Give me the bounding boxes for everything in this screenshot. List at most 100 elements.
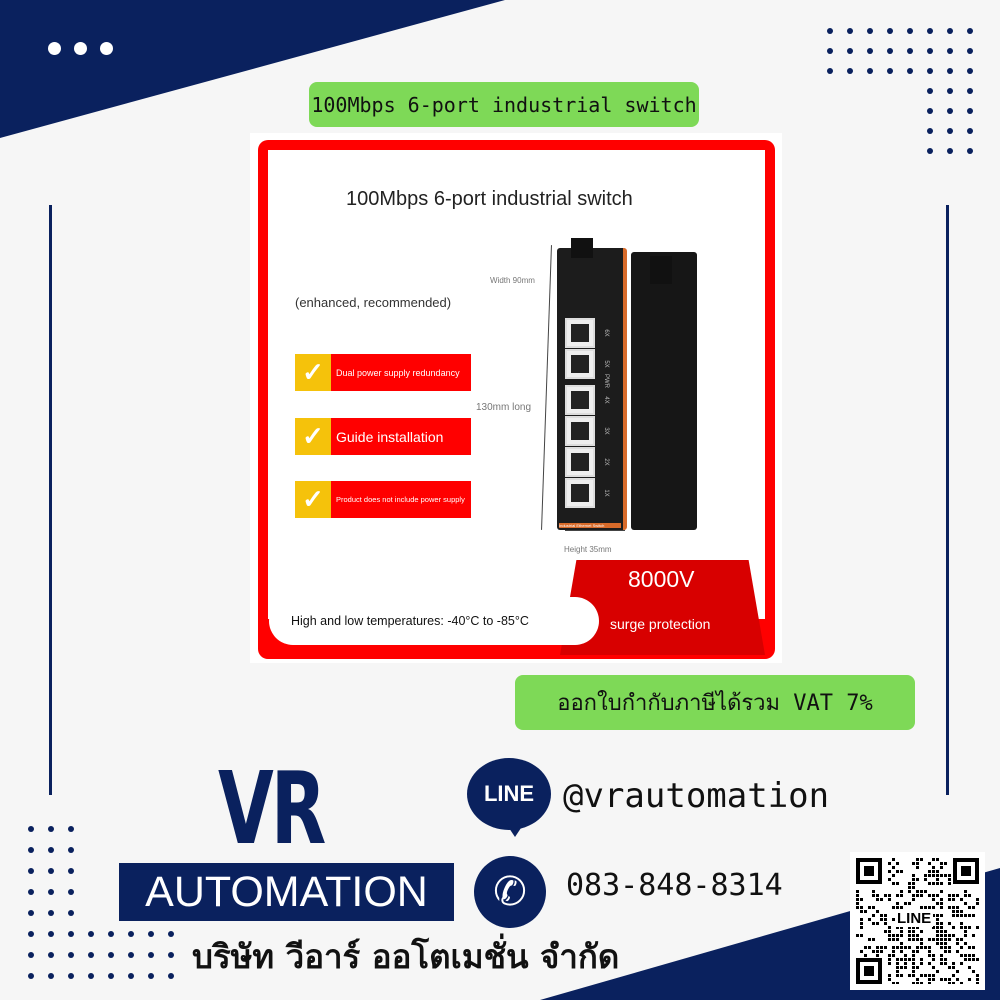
dot bbox=[168, 952, 174, 958]
dot bbox=[867, 28, 873, 34]
dot bbox=[168, 931, 174, 937]
dot bbox=[88, 952, 94, 958]
dot bbox=[907, 68, 913, 74]
dot bbox=[68, 868, 74, 874]
dot bbox=[68, 973, 74, 979]
dot bbox=[887, 48, 893, 54]
dot bbox=[48, 847, 54, 853]
dot bbox=[927, 28, 933, 34]
dot bbox=[967, 128, 973, 134]
logo-automation: AUTOMATION bbox=[119, 863, 454, 921]
switch-device: 6X 5X PWR 4X 3X 2X 1X Industrial Etherne… bbox=[557, 248, 627, 530]
line-chat-icon[interactable]: LINE bbox=[467, 758, 551, 830]
dot bbox=[867, 48, 873, 54]
port-label-1x: 1X bbox=[603, 489, 609, 497]
feature-2: ✓Guide installation bbox=[295, 418, 471, 455]
dot bbox=[48, 973, 54, 979]
din-rail-side bbox=[631, 252, 697, 530]
logo-vr: VR bbox=[218, 750, 326, 867]
dot bbox=[68, 952, 74, 958]
dot bbox=[847, 68, 853, 74]
dot bbox=[947, 88, 953, 94]
dot bbox=[28, 910, 34, 916]
dot bbox=[827, 28, 833, 34]
dot bbox=[967, 148, 973, 154]
title-pill: 100Mbps 6-port industrial switch bbox=[309, 82, 699, 127]
dot bbox=[887, 28, 893, 34]
dot bbox=[927, 128, 933, 134]
dot bbox=[947, 68, 953, 74]
dot bbox=[68, 889, 74, 895]
dot bbox=[967, 68, 973, 74]
dot bbox=[947, 48, 953, 54]
length-label: 130mm long bbox=[476, 402, 532, 413]
width-label: Width 90mm bbox=[490, 276, 535, 285]
dot bbox=[947, 108, 953, 114]
dot bbox=[927, 68, 933, 74]
phone-number[interactable]: 083-848-8314 bbox=[566, 868, 783, 903]
port-label-2x: 2X bbox=[603, 458, 609, 466]
dot bbox=[967, 88, 973, 94]
port-label-pwr: PWR bbox=[603, 374, 609, 388]
dot bbox=[907, 48, 913, 54]
line-qr-code[interactable]: LINE bbox=[850, 852, 985, 990]
feature-3: ✓Product does not include power supply bbox=[295, 481, 471, 518]
port-label-3x: 3X bbox=[603, 427, 609, 435]
surge-label: surge protection bbox=[610, 616, 711, 632]
surge-value: 8000V bbox=[628, 566, 695, 592]
dot bbox=[927, 48, 933, 54]
vat-pill: ออกใบกำกับภาษีได้รวม VAT 7% bbox=[515, 675, 915, 730]
dot bbox=[907, 28, 913, 34]
dot bbox=[927, 88, 933, 94]
dot bbox=[168, 973, 174, 979]
dot bbox=[128, 931, 134, 937]
dot bbox=[108, 973, 114, 979]
dot bbox=[947, 148, 953, 154]
dot bbox=[148, 952, 154, 958]
dot bbox=[947, 128, 953, 134]
device-label: Industrial Ethernet Switch bbox=[559, 523, 621, 528]
top-left-triangle bbox=[0, 0, 505, 138]
left-divider bbox=[49, 205, 52, 795]
phone-icon[interactable]: ✆ bbox=[474, 856, 546, 928]
company-name-thai: บริษัท วีอาร์ ออโตเมชั่น จำกัด bbox=[192, 937, 620, 976]
dot bbox=[28, 931, 34, 937]
dot bbox=[68, 847, 74, 853]
dot bbox=[967, 28, 973, 34]
port-label-4x: 4X bbox=[603, 396, 609, 404]
product-title: 100Mbps 6-port industrial switch bbox=[346, 188, 633, 210]
dot bbox=[148, 973, 154, 979]
dot bbox=[68, 931, 74, 937]
dot bbox=[847, 28, 853, 34]
checkmark-icon: ✓ bbox=[295, 354, 331, 391]
port-label-5x: 5X bbox=[603, 360, 609, 368]
dot bbox=[927, 148, 933, 154]
dot bbox=[847, 48, 853, 54]
dot bbox=[927, 108, 933, 114]
dot bbox=[28, 952, 34, 958]
dot bbox=[148, 931, 154, 937]
temperature-banner: High and low temperatures: -40°C to -85°… bbox=[269, 597, 599, 645]
dot bbox=[867, 68, 873, 74]
dot bbox=[88, 931, 94, 937]
checkmark-icon: ✓ bbox=[295, 481, 331, 518]
dot bbox=[88, 973, 94, 979]
dot bbox=[28, 973, 34, 979]
dot bbox=[48, 889, 54, 895]
dot bbox=[48, 931, 54, 937]
dot bbox=[128, 973, 134, 979]
dot bbox=[68, 910, 74, 916]
dot bbox=[128, 952, 134, 958]
menu-dots-icon bbox=[48, 42, 113, 55]
right-divider bbox=[946, 205, 949, 795]
dot bbox=[28, 889, 34, 895]
product-subtitle: (enhanced, recommended) bbox=[295, 295, 452, 310]
line-id[interactable]: @vrautomation bbox=[563, 776, 830, 816]
dot bbox=[28, 868, 34, 874]
qr-label: LINE bbox=[895, 910, 934, 927]
port-label-6x: 6X bbox=[603, 329, 609, 337]
dot bbox=[827, 68, 833, 74]
dot bbox=[108, 931, 114, 937]
dot bbox=[28, 826, 34, 832]
product-image: 100Mbps 6-port industrial switch (enhanc… bbox=[250, 133, 782, 663]
